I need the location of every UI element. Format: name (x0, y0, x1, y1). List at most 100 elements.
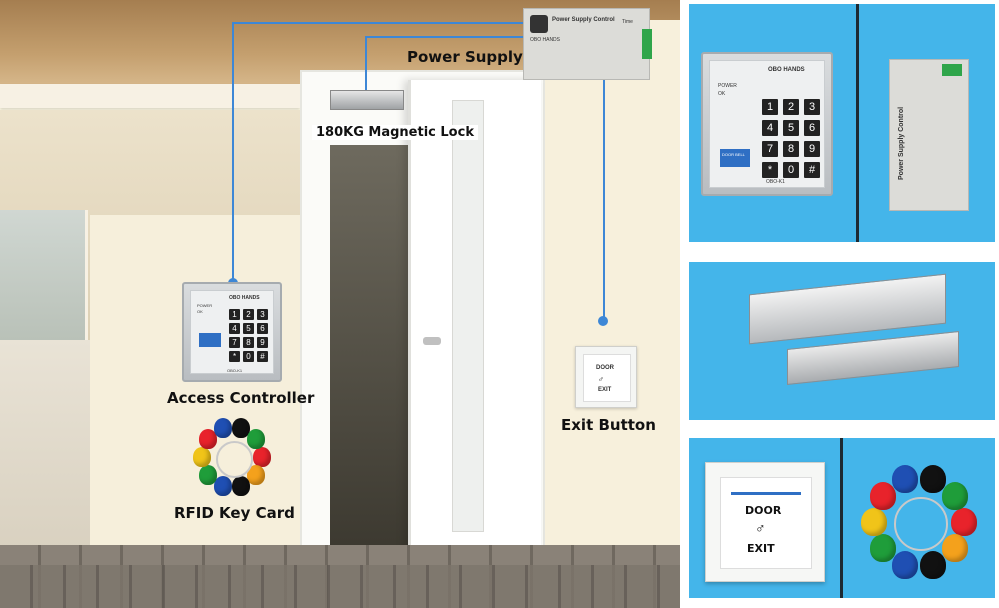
keypad-key: 6 (257, 323, 268, 334)
exit-button-device: DOOR ♂ EXIT (575, 346, 637, 408)
rfid-fob (232, 418, 251, 439)
wire (232, 22, 524, 24)
psu-time: Time (622, 19, 633, 25)
product-armature-plate (787, 330, 959, 386)
rfid-fob (869, 534, 896, 563)
product-panel-lock (689, 262, 995, 420)
rfid-fob (232, 475, 251, 496)
rfid-fob (919, 465, 946, 494)
keypad-key: 7 (229, 337, 240, 348)
keypad-key: 0 (243, 351, 254, 362)
keypad-key: 9 (257, 337, 268, 348)
wire (365, 36, 367, 96)
keypad-key: 4 (762, 120, 778, 136)
rfid-fob (193, 447, 211, 467)
rfid-fob (942, 534, 969, 563)
keypad-key: 3 (257, 309, 268, 320)
rfid-fob (861, 508, 887, 536)
keypad-power-label: POWER (197, 303, 213, 308)
product-doorbell-text: DOOR BELL (722, 152, 745, 157)
rfid-fob (942, 481, 969, 510)
product-keypad-model: OBO-K1 (766, 179, 785, 185)
key-icon: ♂ (598, 375, 604, 384)
keypad-key: * (229, 351, 240, 362)
access-controller-label: Access Controller (167, 389, 315, 407)
background-window (0, 210, 88, 340)
exit-door-text: DOOR (596, 365, 614, 371)
keypad-brand: OBO HANDS (229, 295, 260, 301)
rfid-fob (213, 418, 232, 439)
keypad-key: 5 (783, 120, 799, 136)
rfid-fob (253, 447, 271, 467)
wire (603, 80, 605, 320)
keypad-key: 8 (783, 141, 799, 157)
product-doorbell-icon (720, 149, 750, 167)
panel-divider (840, 438, 843, 598)
rfid-fob (247, 464, 266, 485)
product-exit-button: DOOR ♂ EXIT (705, 462, 825, 582)
psu-title: Power Supply Control (552, 17, 615, 23)
product-rfid-fob-cluster (854, 460, 984, 585)
product-panel-exit: DOOR ♂ EXIT (689, 438, 995, 598)
rfid-fob-cluster (185, 415, 280, 500)
exit-button-label: Exit Button (561, 416, 656, 434)
rfid-fob (247, 429, 266, 450)
panel-divider (856, 4, 859, 242)
keypad-key: 7 (762, 141, 778, 157)
brick-wall (0, 565, 680, 608)
product-key-icon: ♂ (755, 520, 766, 536)
key-ring (894, 497, 948, 551)
ceiling-light (0, 105, 300, 111)
product-keypad-brand: OBO HANDS (768, 67, 805, 73)
door-handle (423, 337, 441, 345)
product-exit-exit-text: EXIT (747, 542, 775, 555)
rfid-fob (892, 465, 919, 494)
keypad-key: 2 (783, 99, 799, 115)
exit-indicator-bar (731, 492, 801, 495)
product-psu: Power Supply Control (889, 59, 969, 211)
rfid-fob (919, 550, 946, 579)
wire (232, 22, 234, 284)
door-glass (452, 100, 484, 532)
power-supply-unit: Power Supply Control OBO HANDS Time (523, 8, 652, 80)
doorbell-icon (199, 333, 221, 347)
hand-logo-icon (530, 15, 548, 33)
rfid-fob (198, 464, 217, 485)
keypad-ok-label: OK (197, 309, 203, 314)
keypad-key: # (257, 351, 268, 362)
ceiling-trim (0, 84, 300, 108)
keypad-key: 1 (229, 309, 240, 320)
keypad-key: 4 (229, 323, 240, 334)
keypad-key: 2 (243, 309, 254, 320)
product-keypad-power: POWER (718, 83, 737, 89)
keypad-key: 1 (762, 99, 778, 115)
wire-node (598, 316, 608, 326)
doorway-opening (330, 145, 410, 560)
product-keypad-ok: OK (718, 91, 726, 97)
terminal-block (642, 29, 652, 59)
psu-brand: OBO HANDS (530, 37, 561, 43)
product-psu-title: Power Supply Control (898, 106, 905, 180)
product-exit-door-text: DOOR (745, 504, 782, 517)
right-wall (545, 20, 680, 550)
keypad-key: 6 (804, 120, 820, 136)
rfid-key-card-label: RFID Key Card (174, 504, 295, 522)
product-terminal-block (942, 64, 962, 76)
key-ring (215, 440, 253, 478)
rfid-fob (213, 475, 232, 496)
keypad-key: 5 (243, 323, 254, 334)
keypad-key: 3 (804, 99, 820, 115)
front-wall (90, 215, 305, 575)
keypad-key: 8 (243, 337, 254, 348)
keypad-key: 9 (804, 141, 820, 157)
rfid-fob (892, 550, 919, 579)
power-supply-label: Power Supply (407, 48, 523, 66)
exit-exit-text: EXIT (598, 387, 612, 393)
rfid-fob (198, 429, 217, 450)
rfid-fob (951, 508, 977, 536)
installation-scene: Power Supply Control OBO HANDS Time OBO … (0, 0, 680, 608)
wire (365, 36, 525, 38)
magnetic-lock-label: 180KG Magnetic Lock (312, 125, 478, 140)
